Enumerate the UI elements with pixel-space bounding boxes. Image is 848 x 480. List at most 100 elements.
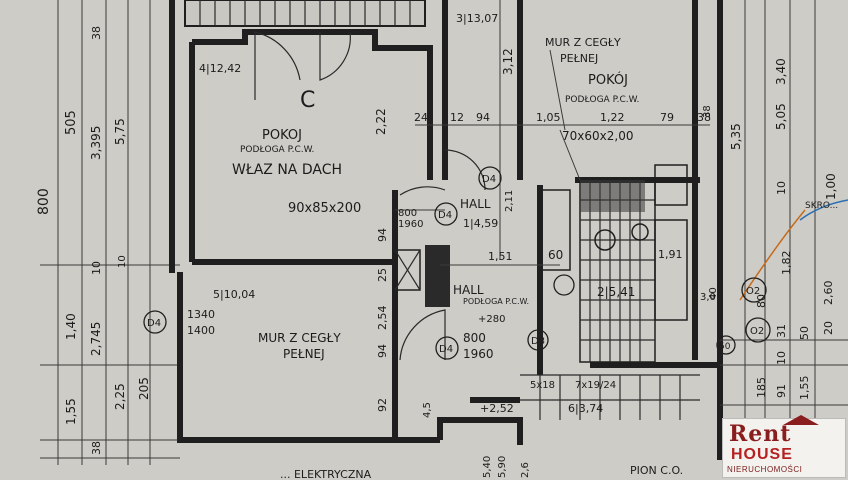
room-5-area: 5|10,04 — [213, 288, 255, 301]
symbol-labels: D4 D4 D4 D4 D3 O2 O2 50 — [147, 174, 764, 355]
dim-left-38-top: 38 — [90, 26, 103, 40]
dim-254: 2,54 — [376, 306, 389, 331]
door-2-height: 1960 — [463, 347, 494, 361]
dim-38-right: 38 — [697, 111, 711, 124]
symbol-d3: D3 — [531, 336, 545, 347]
dim-80: 80 — [755, 294, 768, 308]
dim-535: 5,35 — [729, 123, 743, 150]
window-right-size: 70x60x2,00 — [562, 129, 633, 143]
right-dimensions: 5,35 5,05 3,40 1,82 10 1,00 2,60 20 50 8… — [700, 58, 838, 400]
dim-left-2745: 2,745 — [89, 322, 103, 356]
hall-1-label: HALL — [460, 197, 491, 211]
dim-155-right: 1,55 — [798, 376, 811, 401]
dim-10-right: 10 — [775, 181, 788, 195]
symbols — [143, 166, 771, 360]
dim-12: 12 — [450, 111, 464, 124]
dim-151: 1,51 — [488, 250, 513, 263]
dim-94-top: 94 — [476, 111, 490, 124]
dim-40: 40 — [708, 287, 719, 300]
dim-left-38-bottom: 38 — [90, 441, 103, 455]
room-c-letter: C — [300, 88, 315, 113]
area-top-label: 3|13,07 — [456, 12, 498, 25]
dim-590: 5,90 — [497, 456, 508, 478]
dim-20: 20 — [822, 321, 835, 335]
skrot-label: SKRO... — [805, 201, 838, 211]
dim-60: 60 — [548, 248, 563, 262]
door-c-size: 90x85x200 — [288, 201, 361, 216]
dim-30: 3,0 — [700, 292, 716, 303]
left-dimensions: 800 505 3,395 5,75 2,745 1,40 1,55 2,25 … — [36, 26, 151, 455]
logo-tagline: NIERUCHOMOŚCI — [727, 465, 803, 474]
dim-505-right: 5,05 — [774, 103, 788, 130]
top-grate — [184, 0, 426, 27]
logo-rent: Rent — [729, 421, 792, 447]
dim-91: 91 — [775, 384, 788, 398]
room-c-name: POKOJ — [262, 128, 302, 143]
dim-left-575: 5,75 — [113, 118, 127, 145]
dim-79: 79 — [660, 111, 674, 124]
hall-1-area: 1|4,59 — [463, 217, 498, 230]
mur-room5-2: PEŁNEJ — [283, 347, 325, 361]
dim-105: 1,05 — [536, 111, 561, 124]
room-5-window-a: 1340 — [187, 308, 215, 321]
right-dimension-lines — [720, 0, 848, 465]
dim-340: 3,40 — [774, 58, 788, 85]
hall-2-label: HALL — [453, 283, 484, 297]
dim-31: 31 — [775, 324, 788, 338]
dim-left-10: 10 — [90, 261, 103, 275]
room-right-floor: PODŁOGA P.C.W. — [565, 95, 639, 105]
dim-left-155: 1,55 — [64, 398, 78, 425]
mur-top-2: PEŁNEJ — [560, 52, 598, 65]
dim-222: 2,22 — [374, 108, 388, 135]
stair-b: 7x19/24 — [575, 380, 616, 391]
inner-dimensions: 3,12 2,22 24 12 94 1,05 1,22 79 38 2,11 … — [117, 48, 713, 418]
rent-house-logo: Rent HOUSE NIERUCHOMOŚCI — [722, 415, 846, 478]
dim-94-low: 94 — [376, 344, 389, 358]
dim-26: 2,6 — [520, 462, 531, 478]
dim-45: 4,5 — [422, 402, 433, 418]
dim-94-mid: 94 — [376, 228, 389, 242]
bathroom-tiles — [539, 164, 688, 363]
partial-bottom-label: ... ELEKTRYCZNA — [280, 468, 372, 480]
dim-540: 5,40 — [482, 456, 493, 478]
stairs — [520, 374, 700, 420]
symbol-o2-1: O2 — [746, 286, 760, 297]
hall-2-floor: PODŁOGA P.C.W. — [463, 297, 529, 306]
dim-left-140: 1,40 — [64, 313, 78, 340]
stair-area: 6|3,74 — [568, 402, 603, 415]
bottom-dimensions: 5,40 5,90 2,6 — [482, 456, 531, 478]
dim-211: 2,11 — [504, 190, 515, 212]
dim-left-505: 505 — [64, 110, 79, 135]
dim-191: 1,91 — [658, 248, 683, 261]
chimney — [394, 245, 450, 307]
dim-312: 3,12 — [501, 48, 515, 75]
dim-left-800: 800 — [36, 188, 52, 215]
mur-room5-1: MUR Z CEGŁY — [258, 331, 341, 345]
dim-185: 185 — [755, 377, 768, 398]
symbol-d4-4: D4 — [439, 344, 453, 355]
symbol-d4-3: D4 — [147, 318, 161, 329]
door-1960-a: 1960 — [398, 219, 423, 230]
dim-left-3395: 3,395 — [89, 126, 103, 160]
dim-92: 92 — [376, 398, 389, 412]
mur-top-1: MUR Z CEGŁY — [545, 36, 621, 49]
dim-left-225: 2,25 — [113, 383, 127, 410]
dim-25: 25 — [376, 268, 389, 282]
dim-10-right-low: 10 — [775, 351, 788, 365]
inner-dimension-lines — [395, 0, 710, 266]
orange-annotation — [739, 209, 806, 301]
dim-10-inner: 10 — [117, 255, 128, 268]
stair-a: 5x18 — [530, 380, 555, 391]
dim-24: 24 — [414, 111, 428, 124]
dim-260: 2,60 — [822, 281, 835, 306]
bath-area: 2|5,41 — [597, 285, 635, 299]
dim-122: 1,22 — [600, 111, 625, 124]
dim-100: 1,00 — [824, 173, 838, 200]
dim-182: 1,82 — [780, 251, 793, 276]
hall-2-level: +280 — [478, 314, 505, 325]
symbol-o2-2: O2 — [750, 326, 764, 337]
symbol-d4-2: D4 — [438, 210, 452, 221]
level-bottom: +2,52 — [480, 402, 514, 415]
